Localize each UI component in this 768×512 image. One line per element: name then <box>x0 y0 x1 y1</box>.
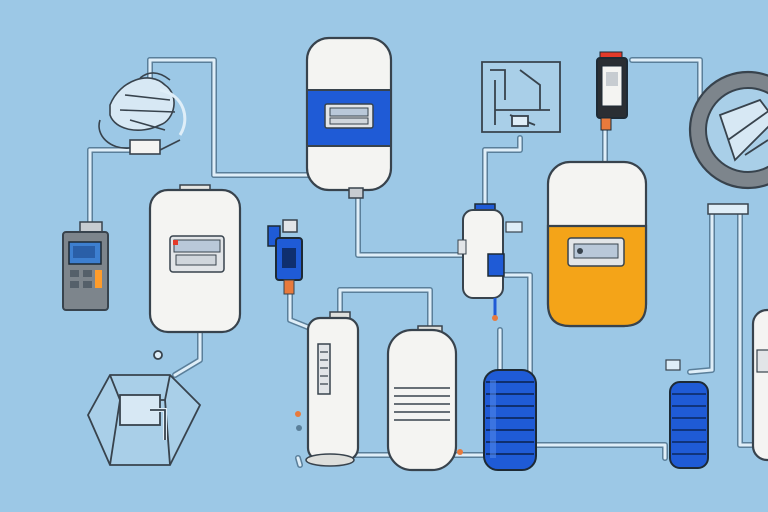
valve-assembly-icon <box>86 350 202 466</box>
water-softener-icon <box>386 325 458 472</box>
valve-icon <box>267 219 303 295</box>
pressure-gauge-icon <box>457 203 523 318</box>
water-tank-edge-icon <box>751 308 768 462</box>
thermostat-panel-icon <box>62 221 109 311</box>
pipe-cluster-icon <box>98 72 187 155</box>
filter-housing-icon <box>305 311 360 467</box>
controller-icon <box>596 51 628 131</box>
water-heater-orange-icon <box>546 160 648 328</box>
valve-box-icon <box>481 61 561 133</box>
water-tank-icon <box>148 184 242 334</box>
filter-cartridge-small-icon <box>665 359 709 469</box>
filter-cartridge-icon <box>483 369 537 471</box>
water-heater-icon <box>305 36 393 199</box>
fitting-accents <box>295 315 498 455</box>
pipe-junction-icon <box>688 70 768 215</box>
pipe-network <box>87 57 758 468</box>
